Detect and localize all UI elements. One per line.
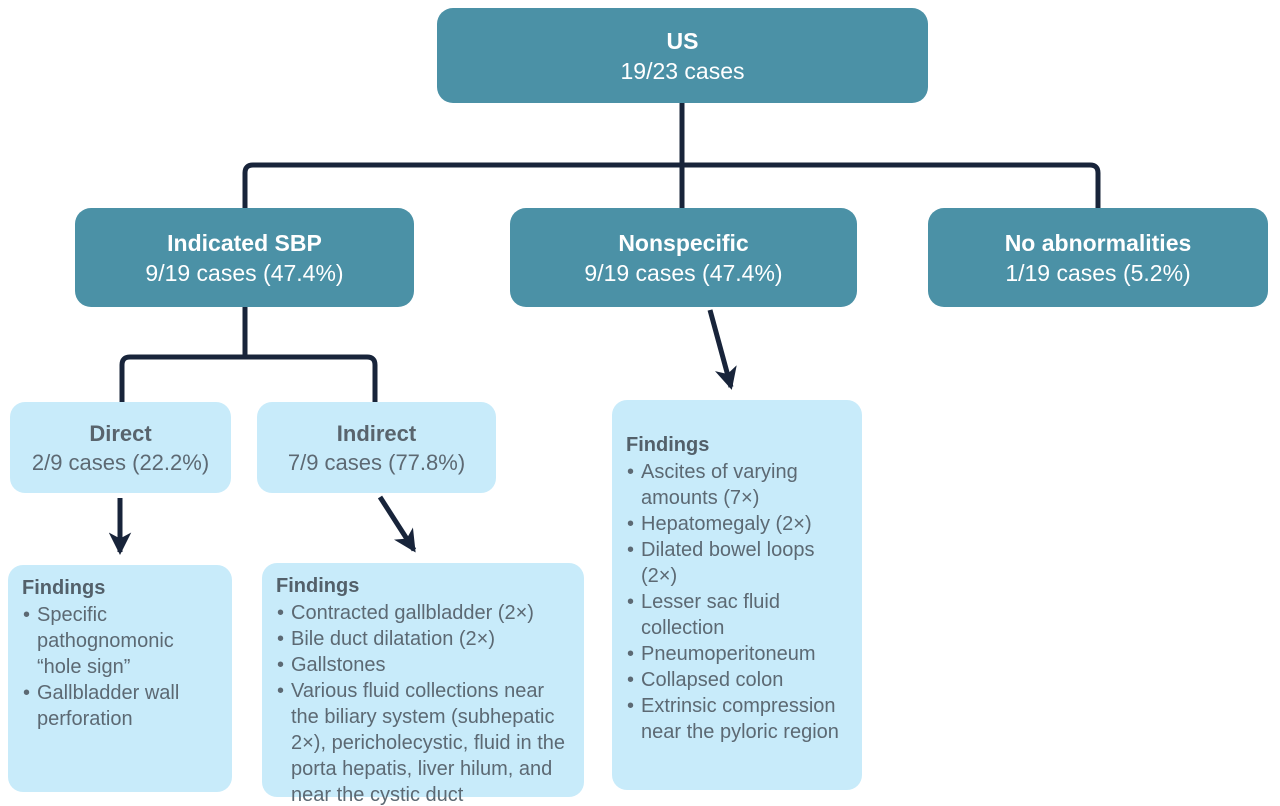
node-title: US	[666, 27, 699, 54]
node-title: Indirect	[336, 420, 417, 446]
findings-list-direct: Specific pathognomonic “hole sign”Gallbl…	[22, 602, 218, 732]
findings-heading: Findings	[22, 577, 106, 599]
node-subtitle: 9/19 cases (47.4%)	[584, 259, 783, 286]
finding-item: Extrinsic compression near the pyloric r…	[626, 693, 848, 745]
findings-box-nonspecific: Findings Ascites of varying amounts (7×)…	[612, 400, 862, 790]
finding-item: Specific pathognomonic “hole sign”	[22, 602, 218, 680]
finding-item: Various fluid collections near the bilia…	[276, 678, 570, 806]
findings-list-indirect: Contracted gallbladder (2×)Bile duct dil…	[276, 600, 570, 806]
node-subtitle: 7/9 cases (77.8%)	[287, 449, 466, 475]
finding-item: Dilated bowel loops (2×)	[626, 537, 848, 589]
findings-heading: Findings	[276, 575, 360, 597]
findings-list-nonspecific: Ascites of varying amounts (7×)Hepatomeg…	[626, 459, 848, 745]
node-subtitle: 1/19 cases (5.2%)	[1005, 259, 1191, 286]
finding-item: Gallbladder wall perforation	[22, 680, 218, 732]
findings-box-indirect: Findings Contracted gallbladder (2×)Bile…	[262, 563, 584, 806]
findings-box-direct: Findings Specific pathognomonic “hole si…	[8, 565, 232, 792]
node-title: Nonspecific	[618, 229, 749, 256]
node-direct: Direct 2/9 cases (22.2%)	[10, 402, 231, 493]
node-us: US 19/23 cases	[437, 8, 928, 103]
node-subtitle: 19/23 cases	[620, 57, 745, 84]
node-indicated-sbp: Indicated SBP 9/19 cases (47.4%)	[75, 208, 414, 307]
finding-item: Bile duct dilatation (2×)	[276, 626, 570, 652]
node-title: No abnormalities	[1004, 229, 1192, 256]
node-nonspecific: Nonspecific 9/19 cases (47.4%)	[510, 208, 857, 307]
finding-item: Collapsed colon	[626, 667, 848, 693]
node-title: Indicated SBP	[167, 229, 322, 256]
findings-heading: Findings	[626, 434, 710, 456]
node-subtitle: 9/19 cases (47.4%)	[145, 259, 344, 286]
finding-item: Lesser sac fluid collection	[626, 589, 848, 641]
node-no-abnormalities: No abnormalities 1/19 cases (5.2%)	[928, 208, 1268, 307]
finding-item: Gallstones	[276, 652, 570, 678]
finding-item: Pneumoperitoneum	[626, 641, 848, 667]
node-indirect: Indirect 7/9 cases (77.8%)	[257, 402, 496, 493]
finding-item: Ascites of varying amounts (7×)	[626, 459, 848, 511]
node-subtitle: 2/9 cases (22.2%)	[31, 449, 210, 475]
finding-item: Contracted gallbladder (2×)	[276, 600, 570, 626]
node-title: Direct	[89, 420, 152, 446]
finding-item: Hepatomegaly (2×)	[626, 511, 848, 537]
